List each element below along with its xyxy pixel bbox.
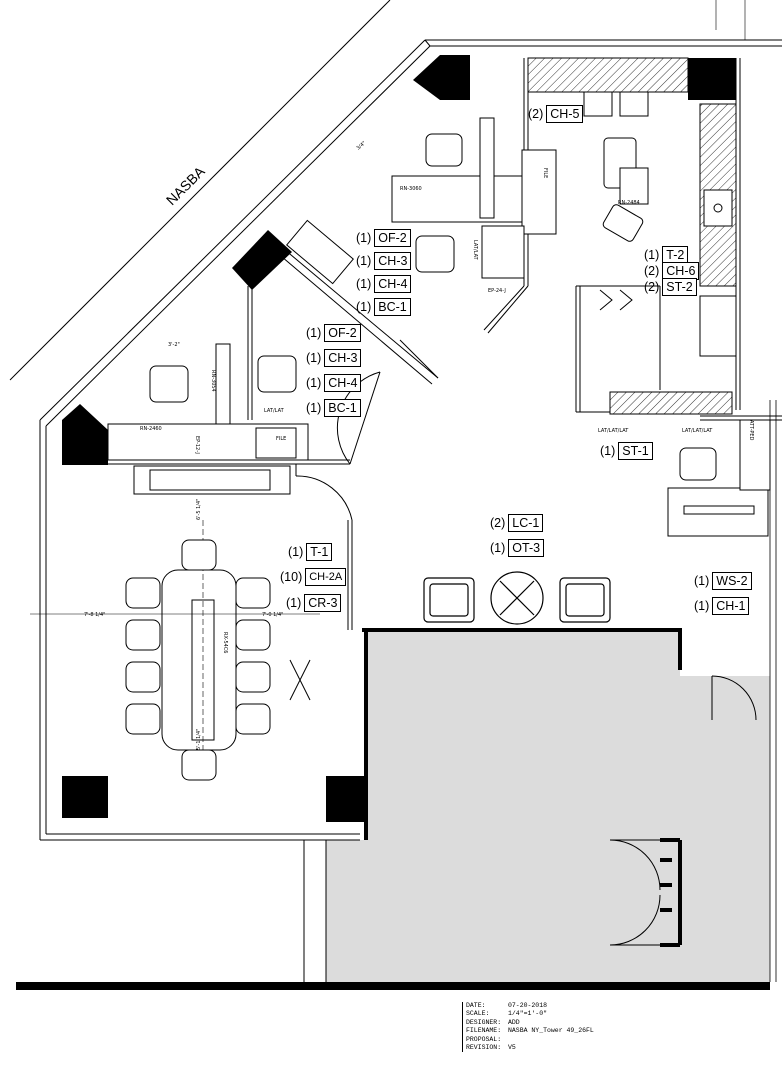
- street-label-nasba: NASBA: [163, 163, 208, 208]
- furniture-tag: (10)CH-2A: [280, 568, 347, 586]
- annotation-dim-e: 5'-1 1/4": [196, 729, 202, 750]
- filename-label: FILENAME:: [466, 1027, 502, 1035]
- annotation-dim-c: 7'-0 1/4": [262, 612, 283, 618]
- designer-value: ADD: [508, 1018, 520, 1026]
- annotation-att-ped-a: ATT-PED: [80, 436, 101, 442]
- shaded-space-doors: [303, 675, 757, 982]
- pantry-table-chairs: [602, 137, 649, 242]
- drawing-annotations: LAT/LAT/LAT LAT/LAT/LAT LAT/LAT LAT/LAT …: [30, 140, 754, 750]
- furniture-tag: (1)BC-1: [306, 399, 361, 417]
- tenant-demising-wall: [362, 628, 682, 947]
- furniture-tag: (1)ST-1: [600, 442, 653, 460]
- top-office-workstation: [286, 117, 557, 285]
- conference-table: [133, 465, 291, 780]
- designer-label: DESIGNER:: [466, 1018, 502, 1026]
- furniture-tag: (1)CH-3: [356, 252, 412, 270]
- annotation-ep-12-j: EP-12-J: [194, 436, 200, 454]
- annotation-dim-b: 7'-8 1/4": [84, 612, 105, 618]
- furniture-tag: (1)OF-2: [356, 229, 411, 247]
- proposal-label: PROPOSAL:: [466, 1035, 502, 1043]
- adjacent-space-shaded: [326, 632, 770, 982]
- furniture-tag: (1)T-2: [644, 246, 689, 264]
- furniture-tag: (2)CH-6: [644, 262, 700, 280]
- furniture-tag: (2)LC-1: [490, 514, 544, 532]
- annotation-cs: 3/4": [355, 140, 367, 151]
- furniture-tag: (1)BC-1: [356, 298, 411, 316]
- annotation-rn-3060: RN-3060: [400, 186, 422, 192]
- floor-slab-line: [16, 982, 770, 990]
- lounge-furniture: [423, 571, 611, 625]
- title-block: DATE: 07-20-2018 SCALE: 1/4"=1'-0" DESIGNE…: [462, 1002, 594, 1053]
- pantry-fixtures: [583, 91, 737, 357]
- revision-value: V5: [508, 1044, 516, 1052]
- annotation-rn-3054: RN-3054: [210, 370, 216, 392]
- annotation-lat-lat-lat-1: LAT/LAT/LAT: [598, 428, 629, 434]
- furniture-tag: (1)T-1: [288, 543, 333, 561]
- annotation-file-b: FILE: [276, 436, 286, 442]
- date-label: DATE:: [466, 1002, 486, 1009]
- annotation-dim-d: 6'-5 1/4": [196, 499, 202, 520]
- annotation-file-a: FILE: [542, 168, 548, 178]
- conference-chairs: [125, 539, 271, 781]
- furniture-tag: (1)CR-3: [286, 594, 342, 612]
- annotation-ep-24-j: EP-24-J: [488, 288, 506, 294]
- diagonal-exterior-wall: [9, 0, 431, 427]
- annotation-lat-lat-a: LAT/LAT: [472, 240, 478, 261]
- filename-value: NASBA NY_Tower 49_26FL: [508, 1027, 594, 1035]
- reception-workstation: [667, 419, 771, 537]
- annotation-dim-a: 3'-2": [168, 342, 180, 348]
- scale-label: SCALE:: [466, 1010, 490, 1018]
- revision-label: REVISION:: [466, 1044, 502, 1052]
- furniture-tag: (1)CH-4: [306, 374, 362, 392]
- structural-columns: [62, 55, 736, 822]
- annotation-rn-2460: RN-2460: [140, 426, 162, 432]
- annotation-lat-lat-b: LAT/LAT: [264, 408, 285, 414]
- date-value: 07-20-2018: [508, 1002, 548, 1009]
- furniture-tag: (2)ST-2: [644, 278, 697, 296]
- furniture-tag: (1)CH-4: [356, 275, 412, 293]
- furniture-tag: (1)OT-3: [490, 539, 545, 557]
- annotation-lat-lat-lat-2: LAT/LAT/LAT: [682, 428, 713, 434]
- annotation-rn-2484: RN-2484: [618, 200, 640, 206]
- scale-value: 1/4"=1'-0": [508, 1010, 548, 1018]
- hatched-millwork: [527, 57, 737, 415]
- left-office-workstation: [107, 343, 309, 461]
- furniture-tag: (1)CH-1: [694, 597, 750, 615]
- annotation-att-ped-b: ATT-PED: [748, 420, 754, 441]
- furniture-tag: (1)WS-2: [694, 572, 752, 590]
- annotation-rx-54c6: RX-54C6: [222, 632, 228, 654]
- furniture-tag: (2)CH-5: [528, 105, 584, 123]
- suite-walls: [39, 0, 782, 982]
- furniture-tag: (1)OF-2: [306, 324, 361, 342]
- furniture-tag: (1)CH-3: [306, 349, 362, 367]
